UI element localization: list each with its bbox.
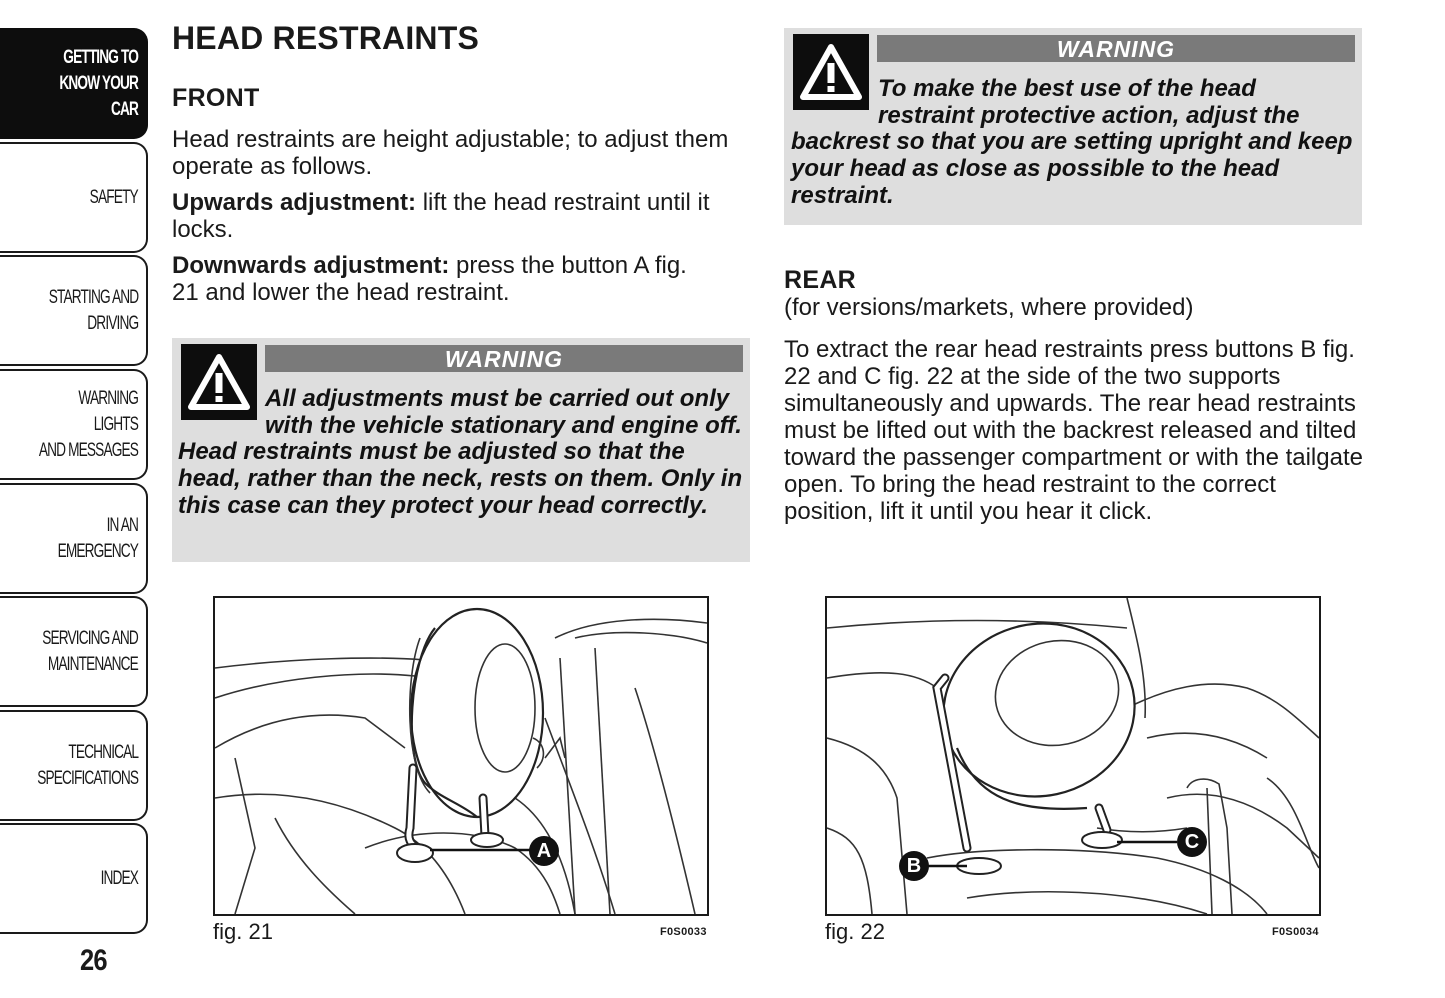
figure-21-caption: fig. 21 xyxy=(213,919,273,944)
tab-starting-and-driving[interactable]: STARTING AND DRIVING xyxy=(0,255,148,366)
rear-paragraph: To extract the rear head restraints pres… xyxy=(784,336,1363,525)
figure-22-illustration: B C xyxy=(825,596,1321,916)
warning-title-bar: WARNING xyxy=(265,345,743,372)
front-intro-paragraph: Head restraints are height adjustable; t… xyxy=(172,126,729,180)
warning-text: All adjustments must be carried out only… xyxy=(178,385,743,519)
tab-warning-lights[interactable]: WARNING LIGHTS AND MESSAGES xyxy=(0,369,148,480)
tab-index[interactable]: INDEX xyxy=(0,823,148,934)
downwards-text: press the button A fig. 21 and lower the… xyxy=(172,252,687,306)
upwards-text: lift the head restraint until it locks. xyxy=(172,189,710,243)
tab-label: INDEX xyxy=(100,867,139,889)
tab-label: WARNING LIGHTS AND MESSAGES xyxy=(38,387,139,461)
tab-label: TECHNICAL SPECIFICATIONS xyxy=(37,741,139,789)
downwards-label: Downwards adjustment: xyxy=(172,252,450,279)
warning-box-front: WARNING All adjustments must be carried … xyxy=(172,338,750,562)
warning-triangle-icon xyxy=(181,344,257,420)
figure-22-code: F0S0034 xyxy=(1272,926,1319,938)
upwards-adjustment-paragraph: Upwards adjustment: lift the head restra… xyxy=(172,189,752,243)
tab-servicing-and-maintenance[interactable]: SERVICING AND MAINTENANCE xyxy=(0,596,148,707)
page-number: 26 xyxy=(80,944,108,977)
tab-label: SERVICING AND MAINTENANCE xyxy=(42,627,139,675)
callout-c-label: C xyxy=(1177,827,1207,857)
upwards-label: Upwards adjustment: xyxy=(172,189,417,216)
warning-triangle-icon xyxy=(793,34,869,110)
tab-label: STARTING AND DRIVING xyxy=(48,286,139,334)
figure-22-caption: fig. 22 xyxy=(825,919,885,944)
callout-a-label: A xyxy=(529,836,559,866)
tab-safety[interactable]: SAFETY xyxy=(0,142,148,253)
tab-label: SAFETY xyxy=(89,186,139,208)
tab-technical-specifications[interactable]: TECHNICAL SPECIFICATIONS xyxy=(0,710,148,821)
downwards-adjustment-paragraph: Downwards adjustment: press the button A… xyxy=(172,252,712,306)
warning-title-bar: WARNING xyxy=(877,35,1355,62)
tab-label: GETTING TO KNOW YOUR CAR xyxy=(59,46,138,120)
rear-subheading: (for versions/markets, where provided) xyxy=(784,294,1194,321)
tab-getting-to-know-your-car[interactable]: GETTING TO KNOW YOUR CAR xyxy=(0,28,148,139)
section-heading-front: FRONT xyxy=(172,84,260,112)
tab-in-an-emergency[interactable]: IN AN EMERGENCY xyxy=(0,483,148,594)
page-title: HEAD RESTRAINTS xyxy=(172,20,480,56)
section-heading-rear: REAR xyxy=(784,266,857,294)
callout-b-label: B xyxy=(899,851,929,881)
figure-21-illustration: A xyxy=(213,596,709,916)
tab-label: IN AN EMERGENCY xyxy=(57,514,139,562)
warning-text: To make the best use of the head restrai… xyxy=(791,75,1353,209)
figure-21-code: F0S0033 xyxy=(660,926,707,938)
warning-box-top: WARNING To make the best use of the head… xyxy=(784,28,1362,225)
